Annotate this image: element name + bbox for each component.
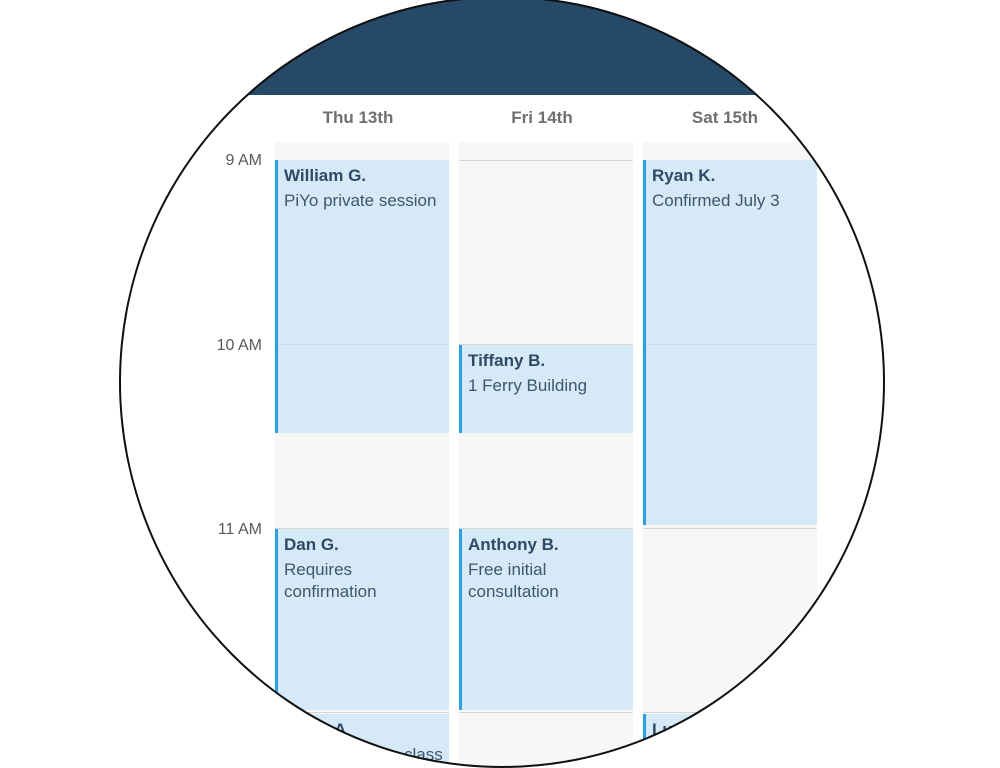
event-ryan-k[interactable]: Ryan K. Confirmed July 3 — [643, 160, 817, 525]
event-dan-g[interactable]: Dan G. Requires confirmation — [275, 529, 449, 710]
hour-line-9am — [275, 160, 817, 161]
time-label-10am: 10 AM — [216, 337, 262, 354]
event-tiffany-b[interactable]: Tiffany B. 1 Ferry Building — [459, 345, 633, 433]
event-title: William G. — [284, 166, 367, 185]
event-description: 1 Ferry Building — [468, 376, 588, 395]
time-label-9am: 9 AM — [225, 152, 262, 169]
calendar-view: Thu 13th Fri 14th Sat 15th 9 AM 10 AM 11… — [119, 0, 885, 768]
day-header-sat[interactable]: Sat 15th — [691, 108, 759, 127]
time-label-11am: 11 AM — [217, 521, 262, 538]
event-description: class — [404, 745, 443, 764]
event-description: PiYo private session — [284, 191, 437, 210]
column-gap — [449, 142, 459, 768]
day-header-thu[interactable]: Thu 13th — [322, 108, 394, 127]
event-hour-line — [278, 344, 449, 345]
hour-line-12pm — [275, 712, 817, 713]
event-description: Requires confirmation — [284, 560, 377, 601]
app-header-bar — [119, 0, 885, 95]
event-title: Ryan K. — [652, 166, 716, 185]
event-title: Tiffany B. — [468, 351, 546, 370]
event-title: Dan G. — [284, 535, 339, 554]
event-anthony-b[interactable]: Anthony B. Free initial consultation — [459, 529, 633, 710]
event-description: Free initial consultation — [468, 560, 559, 601]
hour-line-10am — [275, 344, 817, 345]
magnifier-lens: Thu 13th Fri 14th Sat 15th 9 AM 10 AM 11… — [119, 0, 885, 768]
day-header-fri[interactable]: Fri 14th — [511, 108, 573, 127]
event-william-g[interactable]: William G. PiYo private session — [275, 160, 449, 433]
hour-line-11am — [275, 528, 817, 529]
event-partial-thu[interactable]: A class — [275, 714, 449, 768]
event-partial-sat[interactable]: Lu — [643, 714, 817, 768]
event-description: Confirmed July 3 — [652, 191, 780, 210]
column-gap — [633, 142, 643, 768]
event-title: Anthony B. — [468, 535, 559, 554]
event-title: A — [334, 720, 347, 739]
event-hour-line — [646, 344, 817, 345]
event-title: Lu — [652, 720, 673, 739]
